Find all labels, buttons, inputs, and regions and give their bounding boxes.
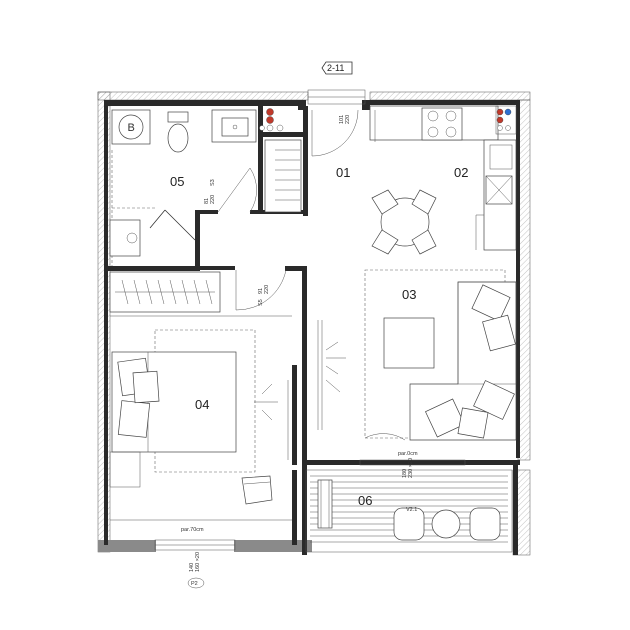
unit-tag: 2-11 [321,61,353,75]
loggia-fixtures: 180 230 ×20 V2.1 [317,458,501,541]
win-04-top: 140 [189,563,195,572]
door-04-code: S5 [258,299,264,306]
door-04-width: 91 [258,288,264,294]
wardrobe [109,271,221,313]
washbasin-icon [211,109,257,143]
living-fixtures: par.0cm [317,269,517,457]
bed-side-units [109,451,141,488]
interior-walls [108,106,520,555]
shower-icon [264,139,302,213]
bedroom-fixtures: 91 220 S5 par.70cm [109,269,292,533]
desk-chair [241,475,273,505]
bed [111,351,237,453]
kitchen-fixtures: 101 220 [311,105,517,255]
exterior-walls [97,91,531,556]
door-05-width: 81 [204,198,210,204]
unit-tag-label: 2-11 [327,63,344,73]
room-label-06: 06 [358,493,372,508]
boiler-label: B [128,122,135,134]
room-label-04: 04 [195,397,209,412]
dining-table [371,189,437,255]
door-01: 101 220 [311,109,376,157]
win-04-bottom: 160 ×20 [195,552,201,572]
toilet-icon [167,111,189,153]
room-label-02: 02 [454,165,468,180]
door-05-height: 220 [210,195,216,204]
win-06-bottom: 230 ×20 [408,458,414,478]
win-04-code: P2 [191,581,198,587]
bathroom-fixtures: B [109,108,302,266]
room-label-05: 05 [170,174,184,189]
win-06-code: V2.1 [406,507,417,513]
win-06-top: 180 [402,469,408,478]
pipe-icon-kitchen [495,105,517,135]
room-labels: 01 02 03 04 05 06 [170,165,468,508]
kitchen-sink-icon [485,175,513,205]
sofa [409,281,517,441]
door-04-height: 220 [264,285,270,294]
cooktop-icon [421,107,463,141]
coffee-table [383,317,435,369]
sill-04: par.70cm [181,527,204,533]
door-01-width: 101 [339,115,345,124]
window-04-label: 140 160 ×20 P2 [187,552,205,589]
sill-03: par.0cm [398,451,418,457]
door-05-code: S3 [210,179,216,186]
sink-icon [109,219,141,257]
door-01-height: 220 [345,115,351,124]
door-04-sliding [254,380,289,460]
room-label-03: 03 [402,287,416,302]
room-label-01: 01 [336,165,350,180]
door-04: 91 220 S5 [235,269,287,311]
pipe-icon [259,108,284,132]
loggia-bench [317,479,333,529]
boiler-icon [118,114,144,140]
door-05: 81 220 S3 [149,167,257,241]
door-03-sliding [317,320,346,430]
